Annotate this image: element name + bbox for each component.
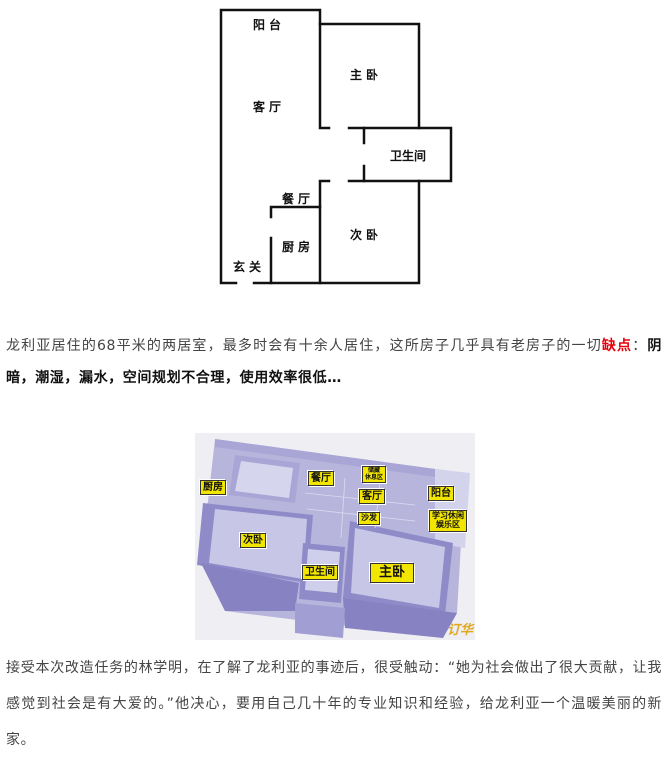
highlight-keyword: 缺点 <box>601 338 633 354</box>
tag-kitchen: 厨房 <box>200 480 226 495</box>
room-label-entrance: 玄关 <box>233 260 266 274</box>
bold-problems-text: 阴暗，潮湿，漏水，空间规划不合理，使用效率很低… <box>6 338 663 386</box>
room-label-dining-room: 餐厅 <box>282 192 315 206</box>
room-label-bathroom: 卫生间 <box>390 149 427 163</box>
tag-second-bedroom: 次卧 <box>240 533 266 548</box>
tag-dining: 餐厅 <box>308 471 334 486</box>
room-label-second-bedroom: 次卧 <box>350 228 383 242</box>
tag-balcony: 阳台 <box>428 486 454 501</box>
story-paragraph: 接受本次改造任务的林学明，在了解了龙利亚的事迹后，很受触动：“她为社会做出了很大… <box>6 660 662 748</box>
room-label-balcony: 阳台 <box>253 18 286 32</box>
watermark-logo: 订华 <box>446 623 473 638</box>
description-text: 龙利亚居住的68平米的两居室，最多时会有十余人居住，这所房子几乎具有老房子的一切 <box>6 338 602 354</box>
tag-storage: 储藏 休息区 <box>362 466 387 484</box>
room-label-kitchen: 厨房 <box>282 240 315 254</box>
3d-room-walls <box>197 439 470 638</box>
floor-plan-walls <box>219 8 453 285</box>
tag-master-bedroom: 主卧 <box>370 563 415 584</box>
floor-plan-image: 阳台 主卧 客厅 卫生间 餐厅 次卧 厨房 玄关 <box>210 0 460 290</box>
tag-sofa: 沙发 <box>358 512 380 525</box>
tag-living: 客厅 <box>359 489 385 504</box>
description-paragraph: 龙利亚居住的68平米的两居室，最多时会有十余人居住，这所房子几乎具有老房子的一切… <box>6 330 662 394</box>
room-label-living-room: 客厅 <box>253 100 286 114</box>
colon: ： <box>632 338 648 354</box>
3d-floorplan-render: 厨房 餐厅 储藏 休息区 客厅 阳台 沙发 学习休闲 娱乐区 次卧 卫生间 主卧… <box>195 433 475 640</box>
room-label-master-bedroom: 主卧 <box>350 68 383 82</box>
tag-bathroom: 卫生间 <box>302 565 338 580</box>
tag-study-area: 学习休闲 娱乐区 <box>429 510 467 532</box>
